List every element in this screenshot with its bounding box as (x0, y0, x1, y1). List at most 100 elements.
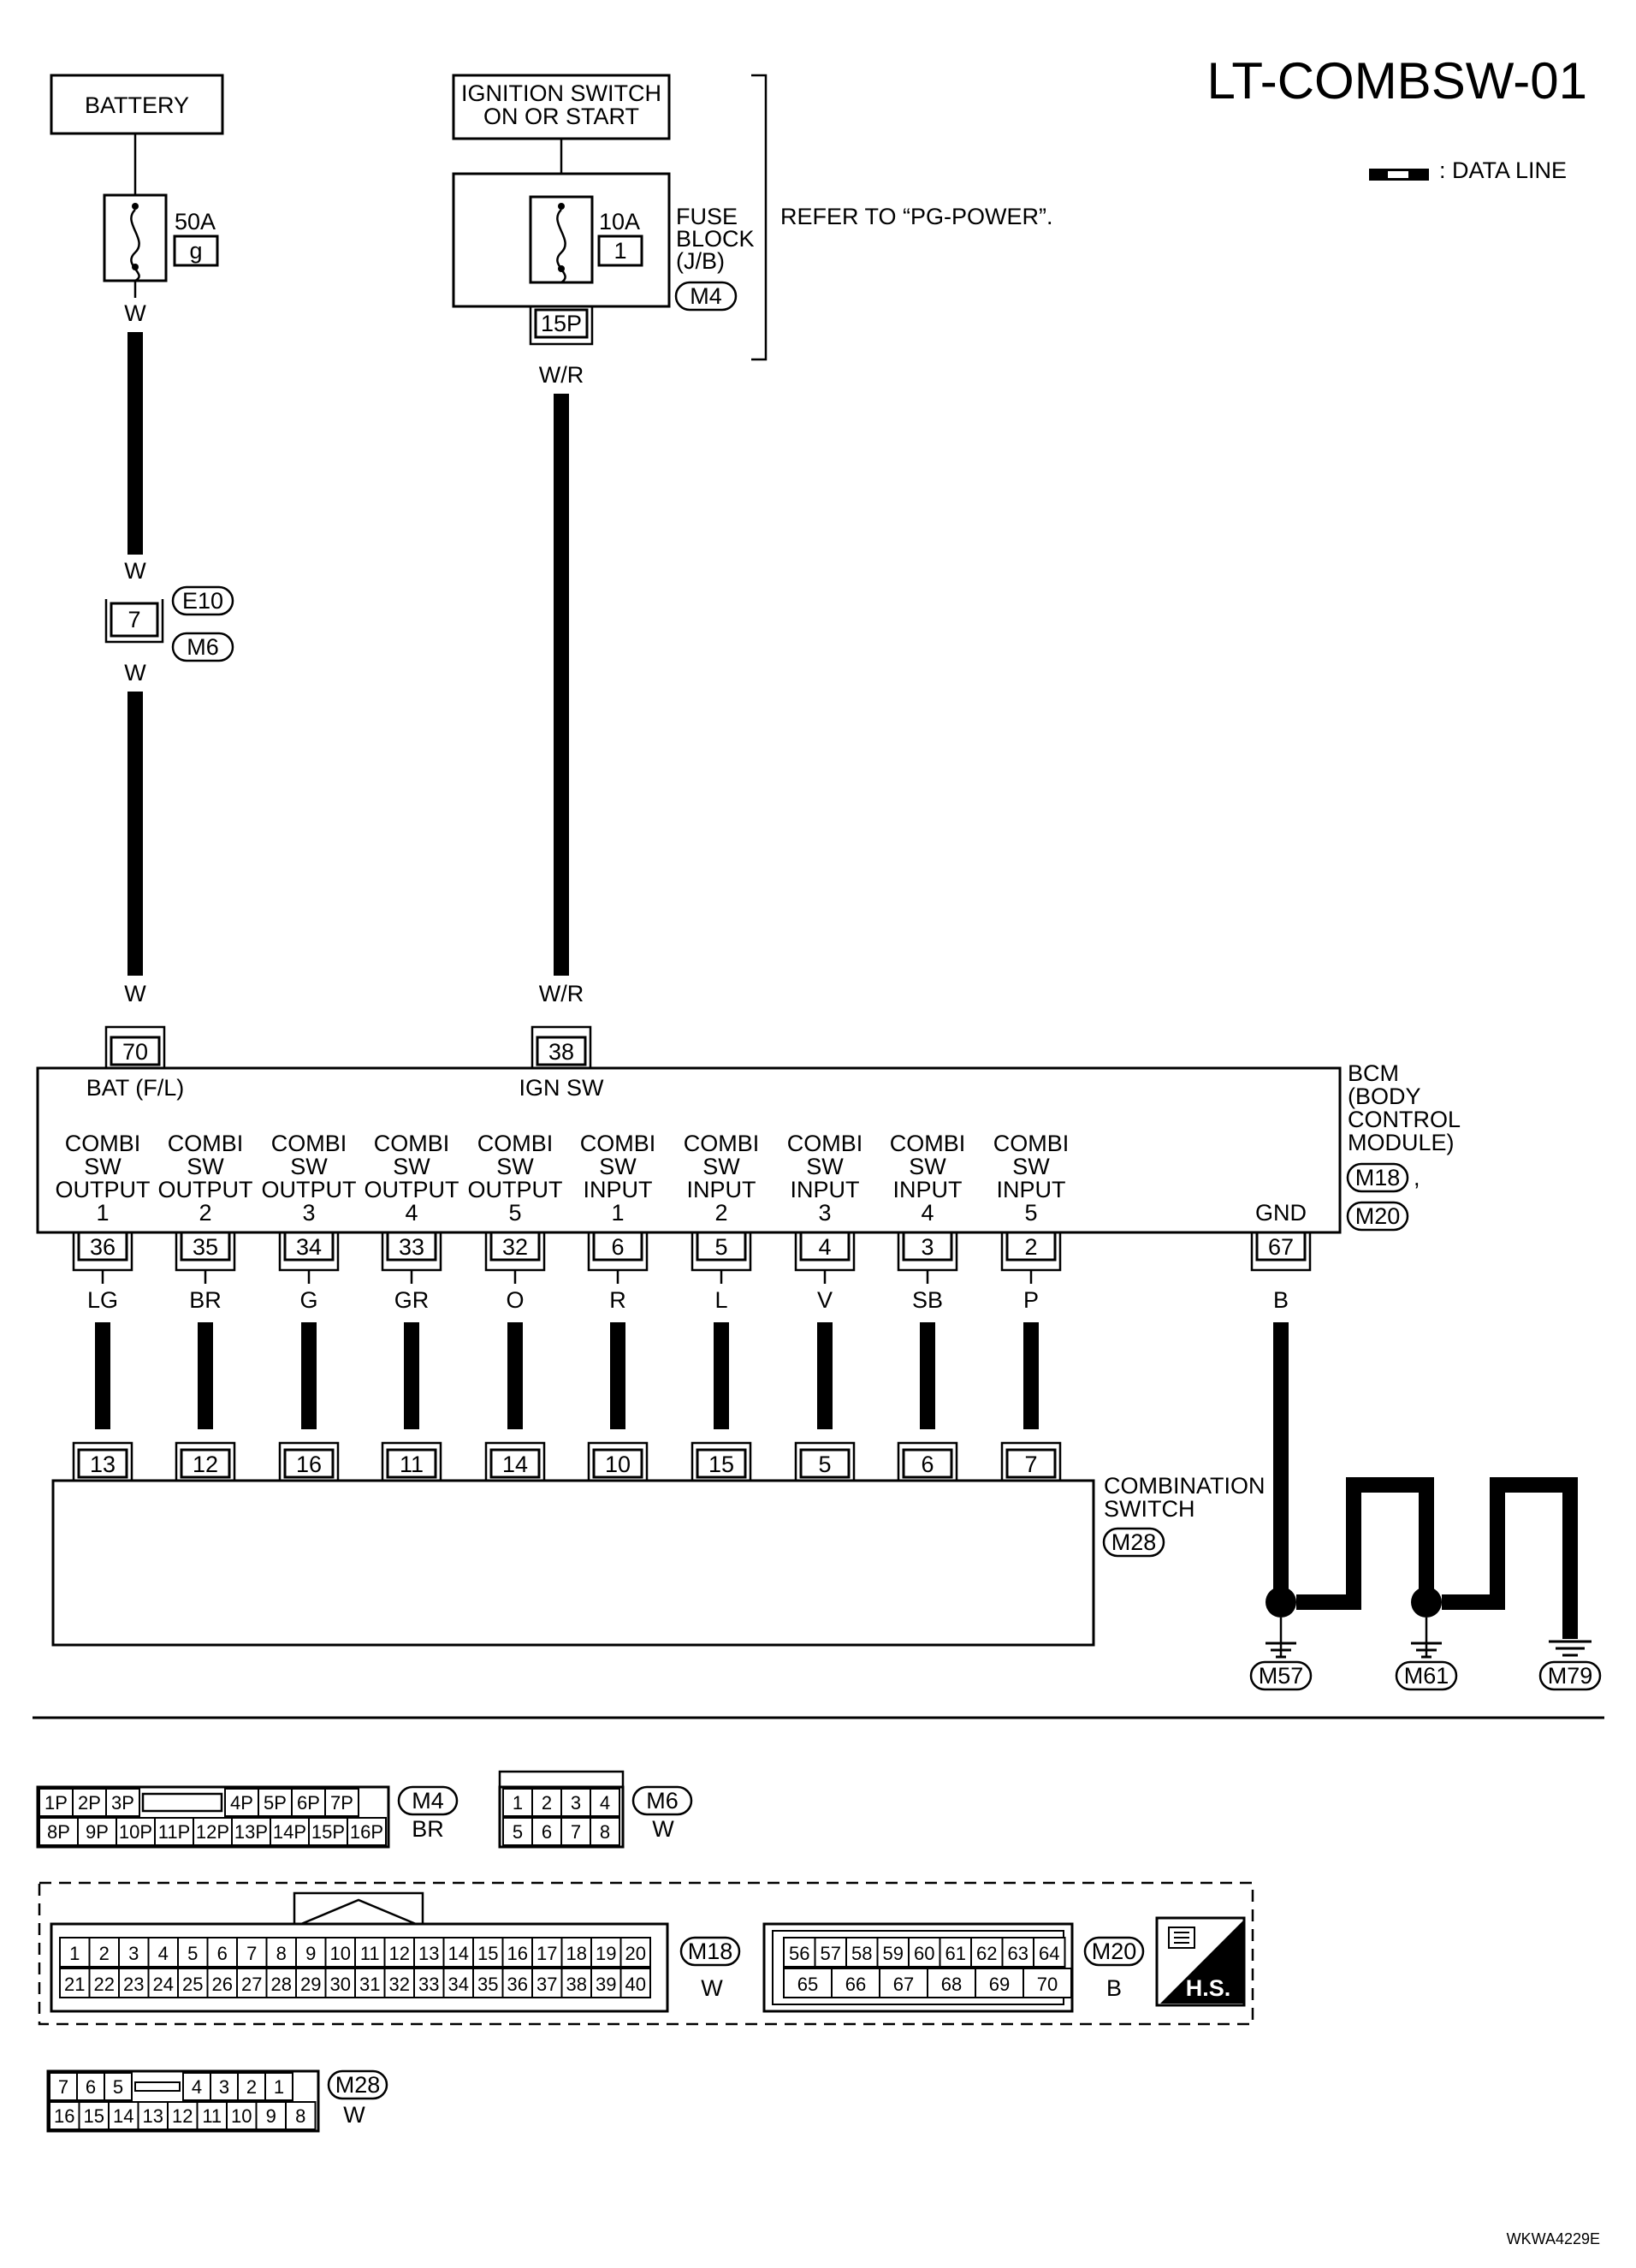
switch-terminal (77, 1448, 128, 1479)
cavity-number: 5 (113, 2076, 123, 2098)
harness-icon (1168, 1927, 1195, 1949)
ground-m79: M79 (1548, 1663, 1593, 1689)
cavity-number: 33 (418, 1974, 439, 1995)
cavity (619, 1937, 651, 1968)
joint-connector-e10-m6: 7 E10 M6 (104, 585, 234, 662)
cavity-number: 15P (311, 1821, 345, 1843)
cavity-number: 3 (219, 2076, 229, 2098)
cavity-number: 11 (360, 1943, 380, 1964)
bcm-pin-label: OUTPUT (262, 1177, 357, 1202)
ign-wire-color-1: W/R (539, 362, 584, 388)
bcm-label: BCM (BODY CONTROL MODULE) M18 , M20 (1346, 1060, 1461, 1232)
cavity-number: 58 (851, 1943, 872, 1964)
cavity-number: 2 (542, 1792, 552, 1814)
bcm-connector-m20: M20 (1355, 1203, 1401, 1229)
wire-color: BR (189, 1287, 222, 1313)
cavity (1022, 1968, 1072, 1998)
cavity-number: 15 (477, 1943, 498, 1964)
cavity-number: 7P (330, 1792, 353, 1814)
bcm-terminal-number: 3 (921, 1234, 934, 1260)
ground-icon (1549, 1640, 1592, 1657)
data-line-legend-text: : DATA LINE (1439, 157, 1567, 183)
bcm-pin-label: COMBI (477, 1131, 554, 1156)
cavity (236, 1937, 268, 1968)
bcm-pin-label: 3 (818, 1200, 831, 1226)
cavity (501, 1968, 533, 1998)
ignition-label-1: IGNITION SWITCH (461, 80, 661, 106)
switch-terminal-number: 5 (818, 1452, 831, 1477)
battery-fuse-id: g (189, 238, 202, 264)
bcm-pin-label: COMBI (65, 1131, 141, 1156)
bcm-pin-label: COMBI (890, 1131, 966, 1156)
wire-color: P (1023, 1287, 1039, 1313)
cavity-number: 2 (99, 1943, 110, 1964)
bcm-pin-label: SW (496, 1154, 534, 1179)
ground-m61: M61 (1404, 1663, 1449, 1689)
diagram-title: LT-COMBSW-01 (1206, 52, 1587, 110)
wire-color: G (299, 1287, 317, 1313)
cavity-number: 13P (234, 1821, 268, 1843)
cavity-number: 1P (44, 1792, 68, 1814)
cavity (231, 1817, 271, 1846)
fuse-block-label-3: (J/B) (676, 248, 725, 274)
cavity-number: 12P (196, 1821, 229, 1843)
battery-source: BATTERY (50, 74, 224, 135)
cavity (560, 1937, 592, 1968)
cavity-number: 12 (172, 2105, 193, 2127)
ign-fuse-id: 1 (614, 238, 626, 264)
cavity (783, 1937, 816, 1968)
cavity (105, 1788, 140, 1817)
cavity (88, 1968, 120, 1998)
fuse-block-connector: M4 (690, 283, 722, 309)
channel-1: COMBISWOUTPUT136LG13INPUT1 (56, 1131, 151, 1532)
cavity (590, 1788, 620, 1817)
bcm-terminal-number: 2 (1024, 1234, 1037, 1260)
cavity-number: 4 (600, 1792, 610, 1814)
hs-badge-text: H.S. (1186, 1975, 1231, 2001)
cavity-number: 15 (84, 2105, 104, 2127)
switch-terminal (489, 1448, 541, 1479)
bcm-pin-label: COMBI (271, 1131, 347, 1156)
cavity-number: 13 (418, 1943, 439, 1964)
bcm-combi-channels: COMBISWOUTPUT136LG13INPUT1COMBISWOUTPUT2… (56, 1131, 1079, 1532)
cavity-number: 37 (536, 1974, 557, 1995)
battery-fuse: 50A g (103, 193, 219, 282)
bcm-pin-label: OUTPUT (56, 1177, 151, 1202)
cavity-number: 28 (271, 1974, 292, 1995)
cavity (531, 1817, 562, 1846)
connector-id-pill (631, 1785, 693, 1816)
cavity-number: 22 (94, 1974, 115, 1995)
m20-color: B (1106, 1975, 1122, 2001)
cavity (442, 1968, 474, 1998)
bcm-pin-label: SW (806, 1154, 844, 1179)
cavity-number: 1 (274, 2076, 284, 2098)
cavity (193, 1817, 233, 1846)
bcm-pin-label: OUTPUT (158, 1177, 253, 1202)
channel-6: COMBISWINPUT16R10OUTPUT1 (571, 1131, 666, 1532)
battery-wire-color-3: W (124, 660, 146, 686)
bcm-pin-label: SW (290, 1154, 328, 1179)
cavity-number: 34 (448, 1974, 469, 1995)
combination-switch-label-2: SWITCH (1104, 1496, 1194, 1522)
cavity-number: 38 (566, 1974, 587, 1995)
ground-m57: M57 (1259, 1663, 1304, 1689)
cavity (879, 1968, 928, 1998)
cavity-number: 8 (600, 1821, 610, 1843)
bcm-label-1: BCM (1348, 1060, 1399, 1086)
bcm-terminal (799, 1231, 851, 1262)
cavity (472, 1937, 504, 1968)
cavity (531, 1937, 563, 1968)
cavity (502, 1817, 533, 1846)
cavity (77, 1817, 117, 1846)
m6-color: W (652, 1816, 674, 1842)
cavity (49, 2072, 78, 2101)
switch-terminal (696, 1448, 747, 1479)
bcm-pin-label: 2 (714, 1200, 727, 1226)
battery-wire-color-4: W (124, 981, 146, 1006)
cavity-number: 26 (212, 1974, 233, 1995)
cavity (265, 1968, 297, 1998)
cavity (783, 1968, 833, 1998)
bcm-terminal-number: 32 (502, 1234, 528, 1260)
bcm-pin-label: OUTPUT (365, 1177, 459, 1202)
